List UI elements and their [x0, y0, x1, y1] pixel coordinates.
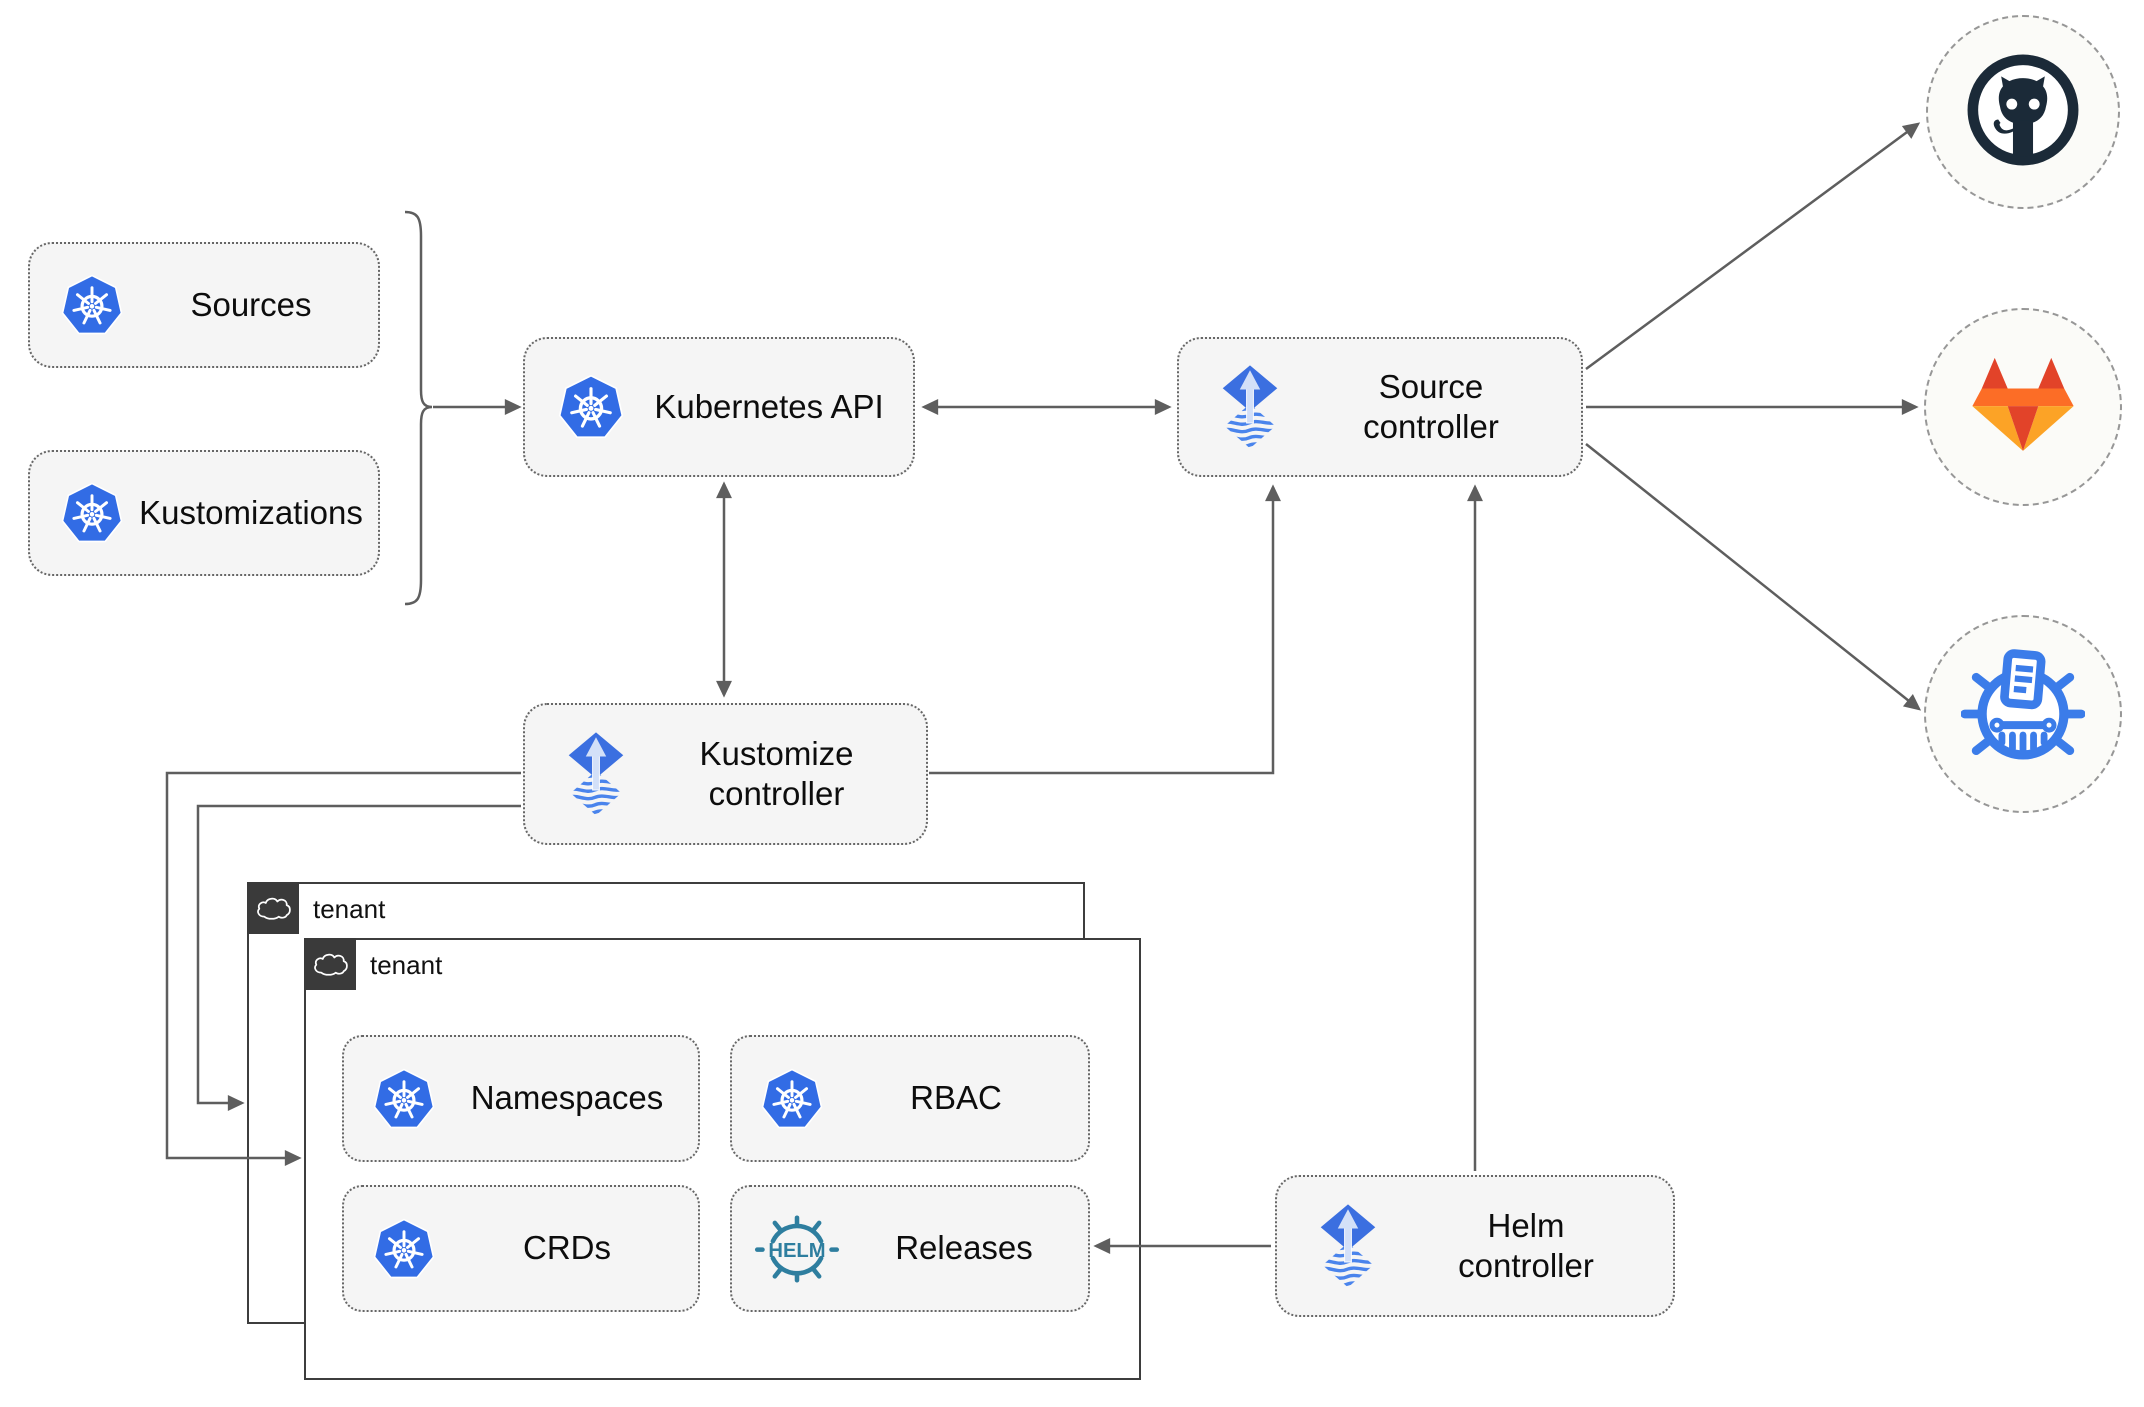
tenant-group-front: tenant Namespaces RBAC CRDs — [303, 937, 1141, 1380]
node-releases: HELM Releases — [730, 1185, 1090, 1312]
kubernetes-icon — [60, 273, 124, 337]
chartmuseum-icon — [1961, 647, 2085, 781]
node-label: CRDs — [523, 1229, 611, 1267]
brace-sources-kustomizations — [404, 210, 433, 606]
kubernetes-icon — [760, 1067, 824, 1131]
node-kustomize-controller: Kustomize controller — [523, 703, 928, 845]
github-icon — [1964, 51, 2082, 174]
edge-source-to-chartmuseum — [1585, 443, 1922, 711]
tenant-label: tenant — [313, 894, 386, 924]
node-label: Sources — [190, 285, 312, 323]
kubernetes-icon — [557, 373, 625, 441]
tenant-label: tenant — [370, 950, 443, 980]
node-rbac: RBAC — [730, 1035, 1090, 1162]
cloud-icon — [246, 881, 299, 934]
node-label: Releases — [895, 1229, 1033, 1267]
node-helm-controller: Helm controller — [1275, 1175, 1675, 1317]
node-sources: Sources — [28, 242, 380, 368]
node-kubernetes-api: Kubernetes API — [523, 337, 915, 477]
edge-source-to-github — [1585, 122, 1921, 371]
node-namespaces: Namespaces — [342, 1035, 700, 1162]
helm-logo-text: HELM — [768, 1239, 825, 1261]
kubernetes-icon — [60, 481, 124, 545]
remote-chartmuseum — [1924, 615, 2122, 813]
kubernetes-icon — [372, 1067, 436, 1131]
node-source-controller: Source controller — [1177, 337, 1583, 477]
node-kustomizations: Kustomizations — [28, 450, 380, 576]
cloud-icon — [303, 937, 356, 990]
node-crds: CRDs — [342, 1185, 700, 1312]
gitlab-icon — [1964, 352, 2082, 463]
node-label: Kustomizations — [139, 493, 363, 531]
kubernetes-icon — [372, 1217, 436, 1281]
node-label: Helm controller — [1458, 1206, 1594, 1284]
flux-icon — [1317, 1203, 1379, 1290]
node-label: Kubernetes API — [654, 387, 884, 425]
node-label: Namespaces — [470, 1079, 664, 1117]
helm-icon: HELM — [754, 1214, 840, 1283]
flux-icon — [565, 731, 627, 818]
remote-github — [1926, 15, 2120, 209]
flux-icon — [1219, 364, 1281, 451]
remote-gitlab — [1924, 308, 2122, 506]
node-label: Kustomize controller — [699, 734, 854, 812]
edge-kustomize-to-source-controller — [929, 484, 1281, 775]
node-label: RBAC — [910, 1079, 1002, 1117]
node-label: Source controller — [1363, 367, 1499, 445]
